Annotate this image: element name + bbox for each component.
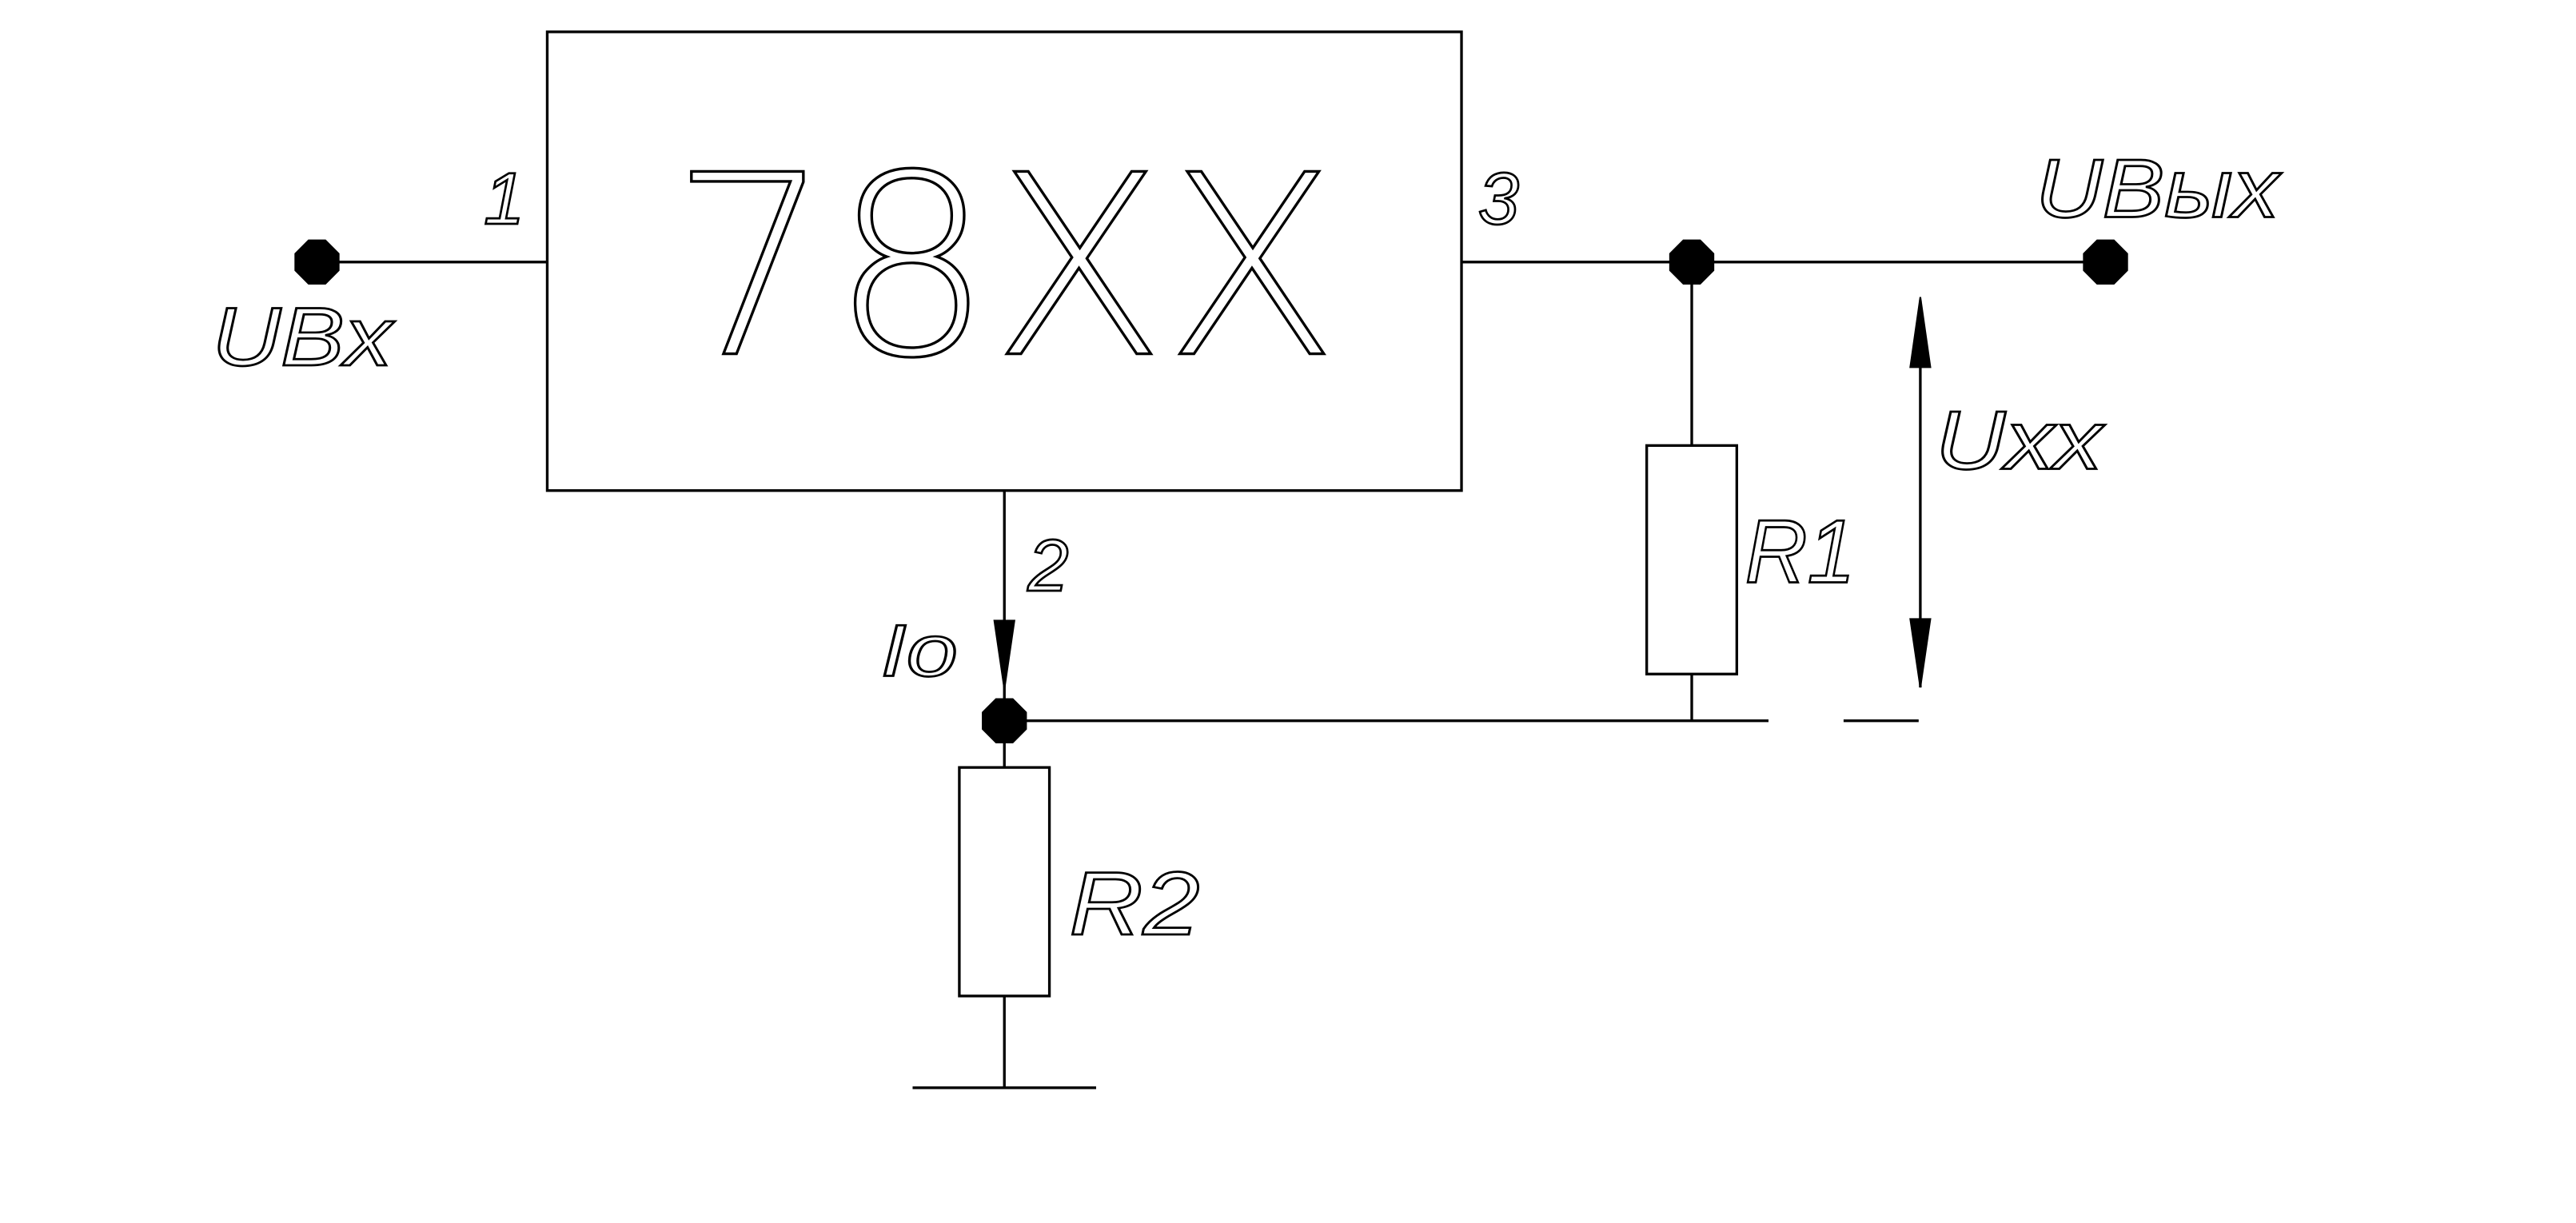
input-terminal [294,239,340,285]
resistor-r2 [958,766,1051,998]
open-circuit-voltage-label: Uxx [1936,395,2106,488]
r1-label: R1 [1745,500,1856,601]
resistor-r1 [1645,444,1739,675]
r2-label: R2 [1070,853,1200,954]
current-label: Io [881,610,958,691]
regulator-body [545,30,1463,492]
pin-1-label: 1 [484,158,524,240]
current-arrow-head [993,619,1015,690]
pin-2-label: 2 [1027,525,1068,607]
input-voltage-label: UBx [212,291,396,384]
pin-3-label: 3 [1478,158,1519,240]
regulator-label: 78XX [671,122,1338,413]
voltage-arrow-up [1909,297,1932,368]
output-terminal [2083,239,2128,285]
voltage-arrow-down [1909,618,1932,688]
output-voltage-label: UBыx [2036,142,2283,235]
